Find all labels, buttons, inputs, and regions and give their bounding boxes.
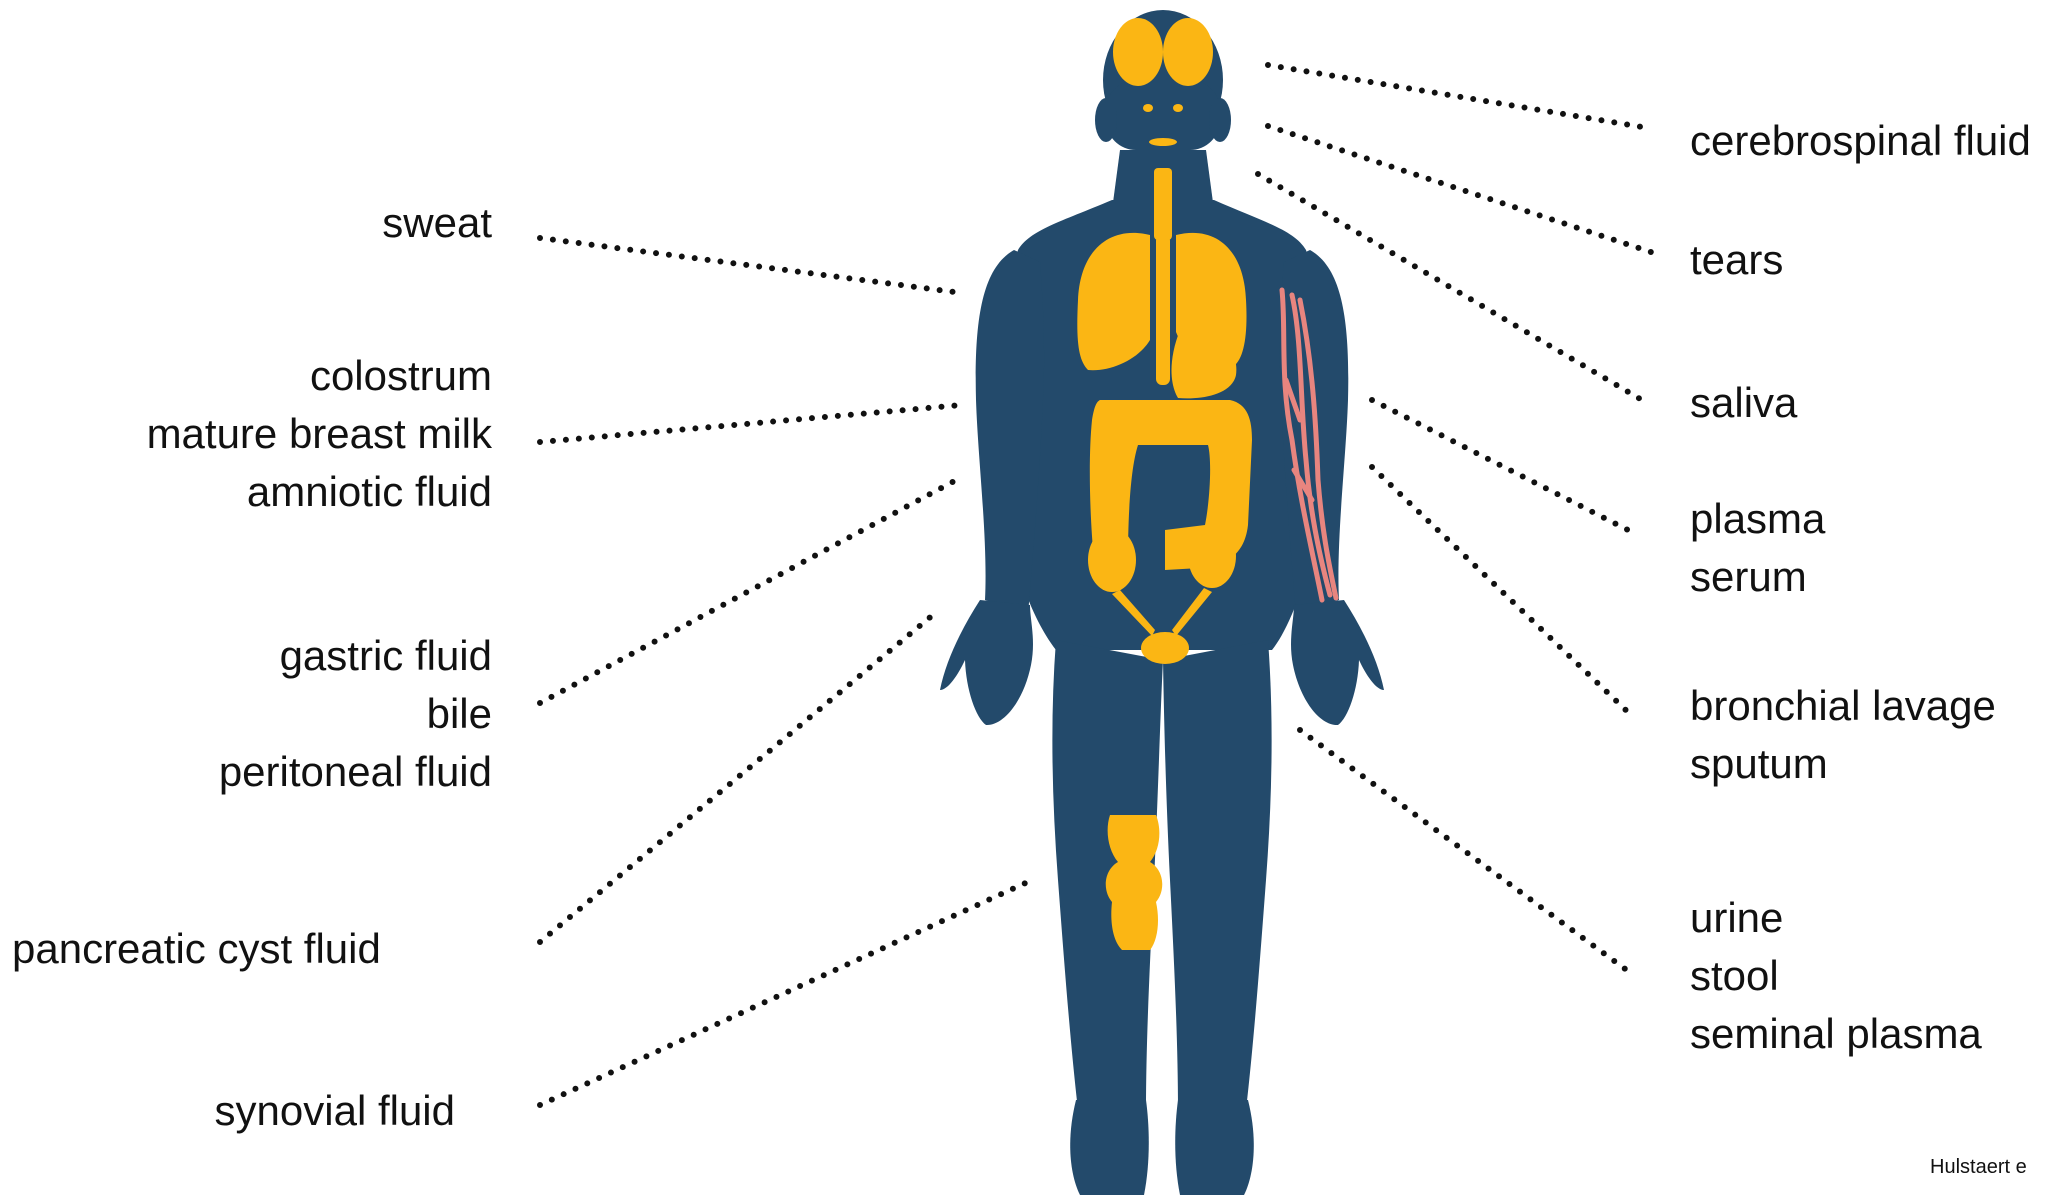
label-line: saliva: [1690, 374, 1797, 432]
label-line: gastric fluid: [219, 627, 492, 685]
label-line: stool: [1690, 947, 1982, 1005]
mouth: [1149, 138, 1177, 146]
eye-right: [1173, 104, 1183, 112]
label-line: pancreatic cyst fluid: [12, 920, 381, 978]
label-line: sputum: [1690, 735, 1996, 793]
label-line: tears: [1690, 231, 1783, 289]
leader-pancreatic: [540, 614, 934, 942]
label-line: serum: [1690, 548, 1825, 606]
label-line: synovial fluid: [215, 1082, 455, 1140]
kidney-right: [1188, 524, 1236, 588]
brain-right: [1163, 18, 1213, 86]
leader-breast: [540, 405, 962, 442]
label-gastric-group: gastric fluid bile peritoneal fluid: [219, 627, 492, 801]
leader-synovial: [540, 880, 1032, 1105]
leader-gastric: [540, 478, 960, 703]
label-line: bronchial lavage: [1690, 677, 1996, 735]
leader-tears: [1268, 126, 1660, 255]
label-tears: tears: [1690, 231, 1783, 289]
label-synovial: synovial fluid: [215, 1082, 455, 1140]
bladder: [1141, 632, 1189, 664]
leader-sweat: [540, 238, 962, 293]
label-line: plasma: [1690, 490, 1825, 548]
esophagus: [1156, 235, 1170, 385]
label-breast-group: colostrum mature breast milk amniotic fl…: [147, 347, 492, 521]
label-line: cerebrospinal fluid: [1690, 112, 2031, 170]
label-lung-group: bronchial lavage sputum: [1690, 677, 1996, 793]
label-line: colostrum: [147, 347, 492, 405]
knee-joint: [1106, 815, 1163, 950]
eye-left: [1143, 104, 1153, 112]
label-saliva: saliva: [1690, 374, 1797, 432]
label-line: amniotic fluid: [147, 463, 492, 521]
label-line: bile: [219, 685, 492, 743]
brain-left: [1113, 18, 1163, 86]
leader-pelvic: [1300, 730, 1632, 974]
label-pelvic-group: urine stool seminal plasma: [1690, 889, 1982, 1063]
trachea: [1154, 168, 1172, 240]
leader-csf: [1268, 65, 1642, 127]
label-blood-group: plasma serum: [1690, 490, 1825, 606]
label-line: urine: [1690, 889, 1982, 947]
label-line: mature breast milk: [147, 405, 492, 463]
label-csf: cerebrospinal fluid: [1690, 112, 2031, 170]
label-line: peritoneal fluid: [219, 743, 492, 801]
label-sweat: sweat: [382, 194, 492, 252]
kidney-left: [1088, 528, 1136, 592]
leader-blood: [1372, 400, 1632, 532]
credit-text: Hulstaert e: [1930, 1156, 2027, 1179]
leader-lung: [1372, 467, 1632, 716]
label-line: seminal plasma: [1690, 1005, 1982, 1063]
label-line: sweat: [382, 194, 492, 252]
label-pancreatic: pancreatic cyst fluid: [12, 920, 381, 978]
